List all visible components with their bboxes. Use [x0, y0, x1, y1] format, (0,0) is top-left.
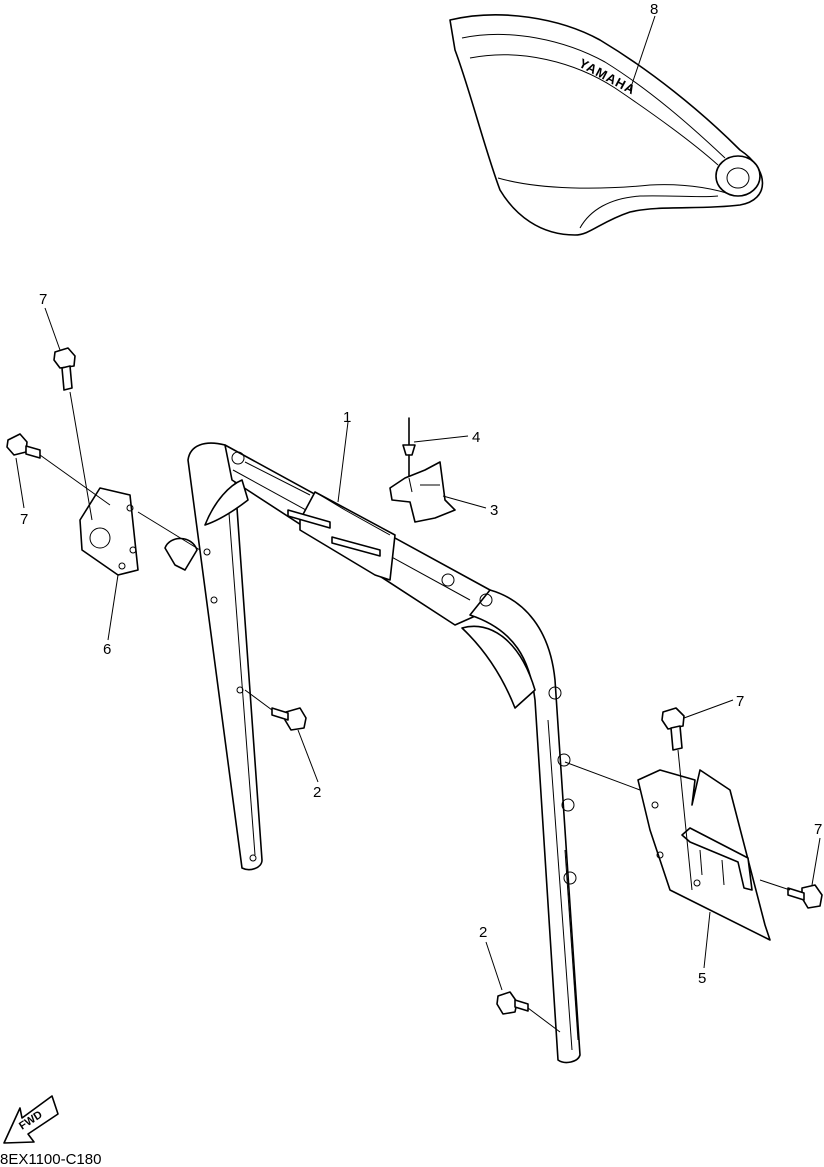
fwd-arrow-icon: FWD: [3, 1095, 59, 1144]
bolt-7-right: [787, 884, 823, 909]
handle-frame: [187, 442, 581, 1064]
callout-4: 4: [472, 429, 480, 446]
callout-1: 1: [343, 409, 351, 426]
bolt-2-lower: [496, 991, 529, 1015]
callout-6: 6: [103, 641, 111, 658]
callout-leaders: [15, 15, 821, 991]
bolt-7-top-left: [53, 347, 76, 391]
seat-part-8: YAMAHA: [449, 14, 764, 236]
callout-7-left: 7: [20, 511, 28, 528]
bracket-part-3: [389, 461, 456, 523]
callout-2-upper: 2: [313, 784, 321, 801]
callout-labels: 8 1 4 3 7 7 6 2 7 7 5 2: [20, 1, 822, 987]
clamp-part-1: [287, 491, 396, 581]
plate-part-5: [637, 769, 771, 941]
callout-7-right-top: 7: [736, 693, 744, 710]
callout-8: 8: [650, 1, 658, 18]
bolt-7-right-top: [661, 707, 685, 751]
callout-3: 3: [490, 502, 498, 519]
drawing-code: 8EX1100-C180: [0, 1151, 101, 1167]
callout-7-top-left: 7: [39, 291, 47, 308]
callout-2-lower: 2: [479, 924, 487, 941]
bolt-7-left: [6, 433, 41, 459]
bolt-2-upper: [271, 707, 307, 731]
rivet-part-4: [402, 417, 416, 479]
plate-part-6: [79, 487, 198, 576]
callout-5: 5: [698, 970, 706, 987]
callout-7-right: 7: [814, 821, 822, 838]
assembly-lines: [39, 391, 791, 1033]
